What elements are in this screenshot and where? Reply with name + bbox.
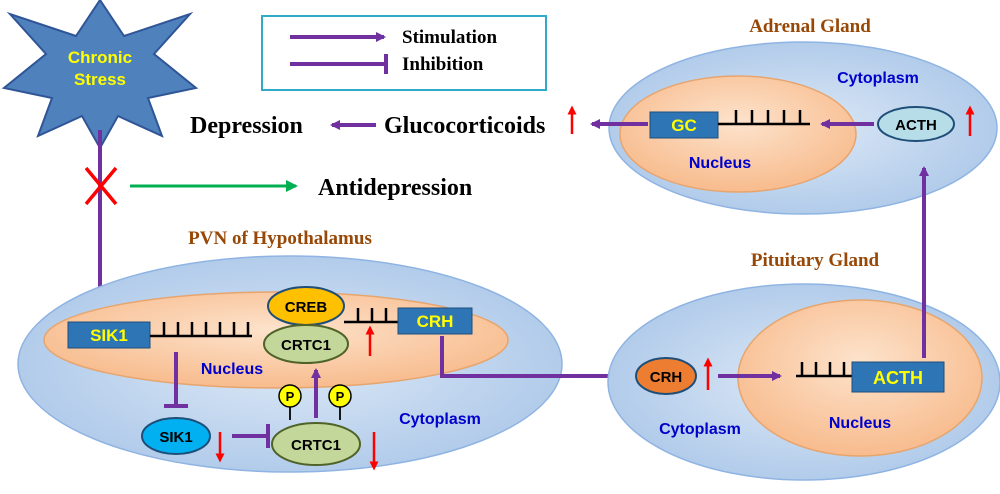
pituitary-nucleus-label: Nucleus	[829, 415, 891, 432]
pvn-crh-box	[397, 307, 473, 335]
acth-gene-icon	[796, 362, 852, 378]
sik1-cyto-label: SIK1	[159, 429, 192, 446]
crtc1-cyto-label: CRTC1	[291, 437, 341, 454]
antidepression-label: Antidepression	[318, 175, 472, 201]
pituitary-crh-label: CRH	[650, 369, 683, 386]
crtc1-nuclear-label: CRTC1	[281, 337, 331, 354]
phospho-1-label: P	[286, 389, 295, 404]
gc-label: GC	[671, 116, 697, 135]
phospho-2-icon	[328, 384, 352, 408]
adrenal-nucleus	[619, 75, 857, 193]
gc-gene-icon	[718, 110, 810, 126]
legend-stimulation-label: Stimulation	[402, 27, 497, 48]
pituitary-acth-label: ACTH	[873, 368, 923, 388]
chronic-stress-line2: Stress	[74, 70, 126, 89]
chronic-stress: Chronic Stress	[1, 0, 199, 151]
crh-release-arrow-icon	[440, 336, 632, 381]
pituitary-acth-box	[851, 361, 945, 393]
crtc1-nuclear-oval	[263, 324, 349, 364]
adrenal-cytoplasm-label: Cytoplasm	[837, 70, 919, 87]
pituitary-crh-oval	[635, 357, 697, 395]
phospho-2-label: P	[336, 389, 345, 404]
sik1-cyto-oval	[141, 417, 211, 455]
gc-box	[649, 111, 719, 139]
phospho-1-icon	[278, 384, 302, 408]
sik1-nuclear-box	[67, 321, 151, 349]
glucocorticoids-label: Glucocorticoids	[384, 113, 545, 139]
pvn-title: PVN of Hypothalamus	[188, 228, 372, 249]
sik1-gene-icon	[150, 322, 252, 338]
legend-inhibition-label: Inhibition	[402, 54, 484, 75]
acth-oval	[877, 106, 955, 142]
adrenal-nucleus-label: Nucleus	[689, 155, 751, 172]
adrenal-gland: Adrenal Gland Cytoplasm Nucleus GC ACTH	[608, 16, 998, 215]
chronic-stress-line1: Chronic	[68, 48, 132, 67]
depression-label: Depression	[190, 113, 303, 139]
adrenal-title: Adrenal Gland	[749, 16, 871, 37]
legend: Stimulation Inhibition	[261, 15, 547, 91]
legend-box	[261, 15, 547, 91]
pituitary-gland: Pituitary Gland Cytoplasm Nucleus CRH AC…	[607, 250, 1000, 481]
sik1-nuclear-label: SIK1	[90, 326, 128, 345]
creb-label: CREB	[285, 299, 328, 316]
crh-gene-icon	[344, 308, 398, 324]
pituitary-title: Pituitary Gland	[751, 250, 880, 271]
pvn-hypothalamus: PVN of Hypothalamus Nucleus Cytoplasm SI…	[17, 228, 563, 473]
pvn-cytoplasm-label: Cytoplasm	[399, 411, 481, 428]
crtc1-cyto-oval	[271, 422, 361, 466]
pituitary-cytoplasm-label: Cytoplasm	[659, 421, 741, 438]
adrenal-acth-label: ACTH	[895, 117, 937, 134]
pvn-nucleus-label: Nucleus	[201, 361, 263, 378]
pvn-crh-label: CRH	[417, 312, 454, 331]
block-x-icon	[84, 166, 118, 206]
